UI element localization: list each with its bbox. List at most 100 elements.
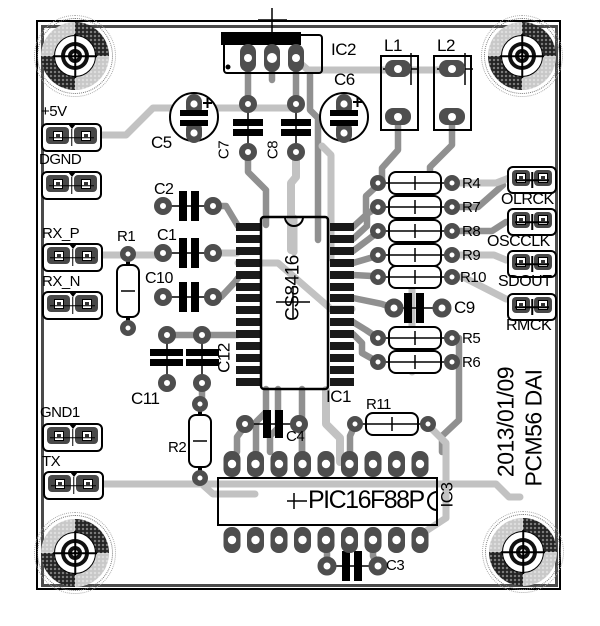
label-c5: C5	[151, 133, 172, 152]
label-sdout: SDOUT	[498, 273, 552, 290]
capacitor-c10[interactable]	[154, 282, 222, 312]
label-ic2: IC2	[331, 40, 356, 59]
capacitor-c2[interactable]	[154, 191, 222, 221]
pin1-marker	[68, 244, 77, 249]
label-board-title: PCM56 DAI	[520, 369, 547, 487]
label-cs8416: CS8416	[282, 255, 304, 321]
inductor-l1[interactable]	[380, 53, 419, 131]
crosshair	[71, 297, 74, 314]
label-c6: C6	[334, 70, 355, 89]
resistor-r4[interactable]	[370, 171, 460, 195]
ic3-pic16f88p[interactable]	[217, 451, 438, 553]
capacitor-c11[interactable]	[150, 326, 183, 392]
label-c8: C8	[264, 140, 282, 160]
connector-rmck[interactable]	[507, 293, 557, 321]
resistor-r2[interactable]	[188, 396, 212, 486]
resistor-r6[interactable]	[370, 350, 460, 374]
label-rmck: RMCK	[506, 317, 552, 334]
crosshair	[70, 129, 73, 146]
label-r5: R5	[462, 330, 481, 347]
label-r4: R4	[462, 175, 481, 192]
connector-dgnd[interactable]	[41, 171, 102, 200]
pad	[48, 475, 71, 492]
label-r6: R6	[462, 354, 481, 371]
mounting-hole-top-right	[481, 15, 563, 97]
capacitor-c4[interactable]	[236, 410, 308, 438]
resistor-r1[interactable]	[116, 246, 140, 336]
label-c7: C7	[215, 140, 233, 160]
crosshair	[531, 256, 533, 272]
label-r11: R11	[366, 396, 391, 413]
connector-olrck[interactable]	[507, 166, 557, 194]
capacitor-c7[interactable]	[233, 95, 263, 161]
label-olrck: OLRCK	[501, 191, 554, 208]
connector-sdout[interactable]	[507, 250, 557, 278]
mounting-hole-top-left	[34, 15, 116, 97]
label-r8: R8	[462, 223, 481, 240]
capacitor-c6[interactable]	[319, 92, 369, 143]
crosshair	[531, 299, 533, 315]
connector-gnd1[interactable]	[42, 423, 103, 452]
capacitor-c8[interactable]	[281, 95, 311, 161]
pad	[46, 175, 69, 192]
pad	[74, 127, 97, 144]
label-rxn: RX_N	[42, 273, 81, 290]
ic2-regulator[interactable]	[221, 8, 323, 74]
capacitor-c9[interactable]	[384, 293, 452, 323]
capacitor-c5[interactable]	[169, 92, 219, 143]
pad	[47, 247, 70, 264]
connector-rxp[interactable]	[42, 243, 103, 272]
label-c9: C9	[454, 298, 475, 317]
pad	[47, 427, 70, 444]
label-c10: C10	[145, 270, 173, 287]
label-c3: C3	[386, 557, 405, 574]
pin1-marker	[68, 424, 77, 429]
label-c2: C2	[154, 181, 174, 198]
pad	[76, 475, 99, 492]
pad	[534, 212, 552, 228]
label-dgnd: DGND	[39, 151, 82, 168]
pad	[512, 170, 530, 186]
label-5v: +5V	[41, 103, 67, 120]
capacitor-c12[interactable]	[186, 326, 219, 392]
label-r1: R1	[117, 228, 136, 245]
pin1-marker	[69, 472, 78, 477]
resistor-r9[interactable]	[370, 243, 460, 267]
pad	[534, 170, 552, 186]
label-ic3: IC3	[437, 482, 457, 508]
connector-oscclk[interactable]	[507, 208, 557, 236]
label-r9: R9	[462, 247, 481, 264]
pad	[512, 212, 530, 228]
pad	[47, 295, 70, 312]
label-ic1: IC1	[326, 387, 351, 406]
capacitor-c3[interactable]	[317, 551, 388, 581]
resistor-r5[interactable]	[370, 326, 460, 350]
label-c11: C11	[131, 389, 160, 408]
resistor-r7[interactable]	[370, 195, 460, 219]
connector-5v[interactable]	[41, 123, 102, 152]
label-c1: C1	[157, 227, 177, 244]
connector-rxn[interactable]	[42, 291, 103, 320]
label-l1: L1	[384, 36, 402, 55]
inductor-l2[interactable]	[433, 53, 473, 131]
capacitor-c1[interactable]	[154, 238, 222, 268]
mounting-hole-bottom-right	[482, 511, 564, 593]
resistor-r10[interactable]	[370, 265, 460, 289]
crosshair	[72, 477, 75, 494]
label-gnd1: GND1	[40, 404, 80, 421]
pad	[75, 295, 98, 312]
label-r2: R2	[168, 439, 187, 456]
resistor-r8[interactable]	[370, 219, 460, 243]
resistor-r11[interactable]	[347, 412, 436, 436]
connector-tx[interactable]	[43, 471, 104, 500]
pin1-marker	[68, 292, 77, 297]
ic1-cs8416[interactable]	[236, 215, 354, 391]
label-oscclk: OSCCLK	[487, 233, 550, 250]
crosshair	[71, 249, 74, 266]
label-r7: R7	[462, 199, 481, 216]
pad	[534, 254, 552, 270]
pad	[75, 247, 98, 264]
label-date: 2013/01/09	[492, 366, 519, 478]
